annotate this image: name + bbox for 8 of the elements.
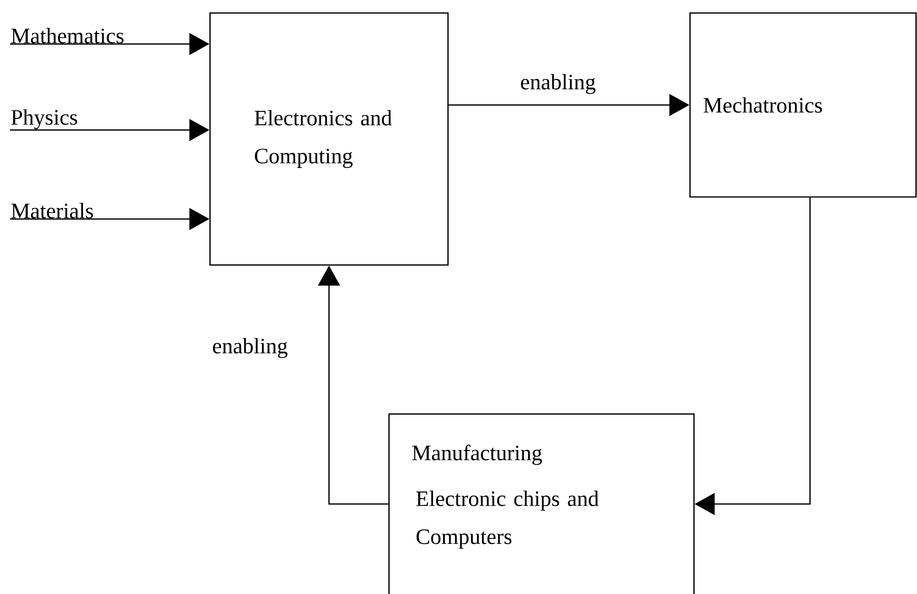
input-label: Materials [11,202,93,218]
edge-label: enabling [211,337,289,359]
process-box: Electronics and Computing [209,12,449,266]
input-label: Mathematics [11,28,124,44]
edge-label: enabling [519,73,597,95]
input-label: Physics [11,109,78,130]
process-box: Manufacturing Electronic chips and Computers [388,413,695,594]
process-box: Mechatronics [689,12,917,198]
